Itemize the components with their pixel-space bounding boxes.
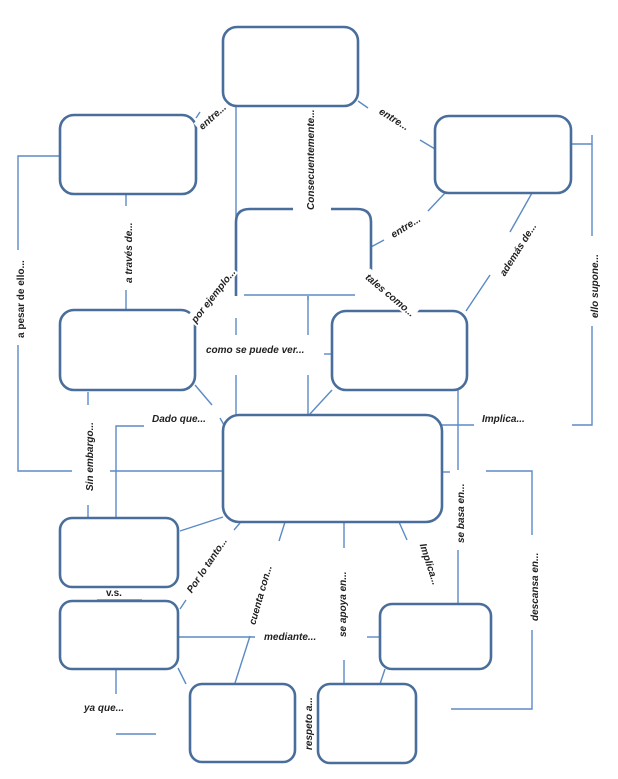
- node-center[interactable]: [221, 413, 444, 524]
- connector-por-lo-tanto-top: [233, 522, 241, 531]
- connector-descansa-en-bottom: [451, 630, 533, 710]
- connector-center-to-ll1: [179, 516, 224, 532]
- label-se-basa-en: se basa en...: [456, 484, 467, 543]
- connector-dado-que: [115, 425, 144, 518]
- node-upper-right[interactable]: [433, 114, 573, 195]
- connector-entre-3b: [427, 192, 446, 212]
- connector-por-lo-tanto-bottom: [179, 599, 187, 610]
- connector-implica-2: [398, 521, 408, 541]
- connector-cuenta-con-bottom: [234, 635, 251, 684]
- label-dado-que: Dado que...: [152, 414, 206, 425]
- label-ello-supone: ello supone...: [590, 254, 601, 318]
- connector-entre-1: [195, 111, 201, 119]
- label-respeto-a: respeto a...: [304, 697, 315, 750]
- nodes: [58, 25, 573, 765]
- connector-entre-2a: [357, 100, 369, 109]
- connector-descansa-en-top: [486, 470, 533, 535]
- label-ademas-de: además de...: [498, 222, 539, 279]
- label-sin-embargo: Sin embargo...: [85, 422, 96, 491]
- connector-lr-to-br: [379, 668, 386, 685]
- node-middle-upper[interactable]: [234, 207, 373, 296]
- connector-a-pesar-de-ello: [17, 155, 60, 250]
- label-se-apoya-en: se apoya en...: [338, 571, 349, 637]
- node-middle-right[interactable]: [330, 309, 469, 392]
- label-a-pesar-de-ello: a pesar de ello...: [16, 260, 27, 338]
- connector-ello-supone: [571, 135, 593, 145]
- label-a-traves-de: a través de...: [124, 222, 135, 283]
- connector-entre-3a: [370, 239, 385, 248]
- label-ya-que: ya que...: [83, 703, 124, 714]
- label-cuenta-con: cuenta con...: [247, 564, 274, 626]
- label-descansa-en: descansa en...: [530, 553, 541, 621]
- node-top[interactable]: [221, 25, 360, 108]
- connector-ll2-to-bottom-center: [177, 667, 187, 685]
- label-por-lo-tanto: Por lo tanto...: [185, 536, 230, 595]
- node-lower-left-2[interactable]: [58, 599, 180, 671]
- connector-ello-supone-lower: [572, 326, 593, 426]
- label-implica-1: Implica...: [482, 414, 525, 425]
- connector-ademas-de-bottom: [465, 274, 491, 312]
- label-vs: v.s.: [106, 588, 122, 599]
- node-lower-right[interactable]: [378, 602, 493, 671]
- connector-cuenta-con-top: [278, 521, 286, 542]
- node-bottom-center[interactable]: [188, 682, 297, 764]
- label-por-ejemplo: por ejemplo...: [189, 267, 238, 326]
- label-consecuentemente: Consecuentemente...: [306, 109, 317, 210]
- connector-entre-2b: [419, 139, 436, 150]
- label-mediante: mediante...: [264, 632, 316, 643]
- connectors: [17, 100, 593, 735]
- node-middle-left[interactable]: [58, 308, 197, 392]
- connector-por-ejemplo: [194, 384, 213, 406]
- node-bottom-right[interactable]: [316, 682, 418, 765]
- connector-a-pesar-de-ello-lower: [17, 345, 72, 472]
- node-lower-left-1[interactable]: [58, 516, 180, 589]
- label-como-se-puede-ver: como se puede ver...: [206, 345, 304, 356]
- connector-middle-right-to-center: [308, 389, 333, 416]
- node-upper-left[interactable]: [58, 113, 198, 196]
- connector-ademas-de-top: [509, 192, 533, 233]
